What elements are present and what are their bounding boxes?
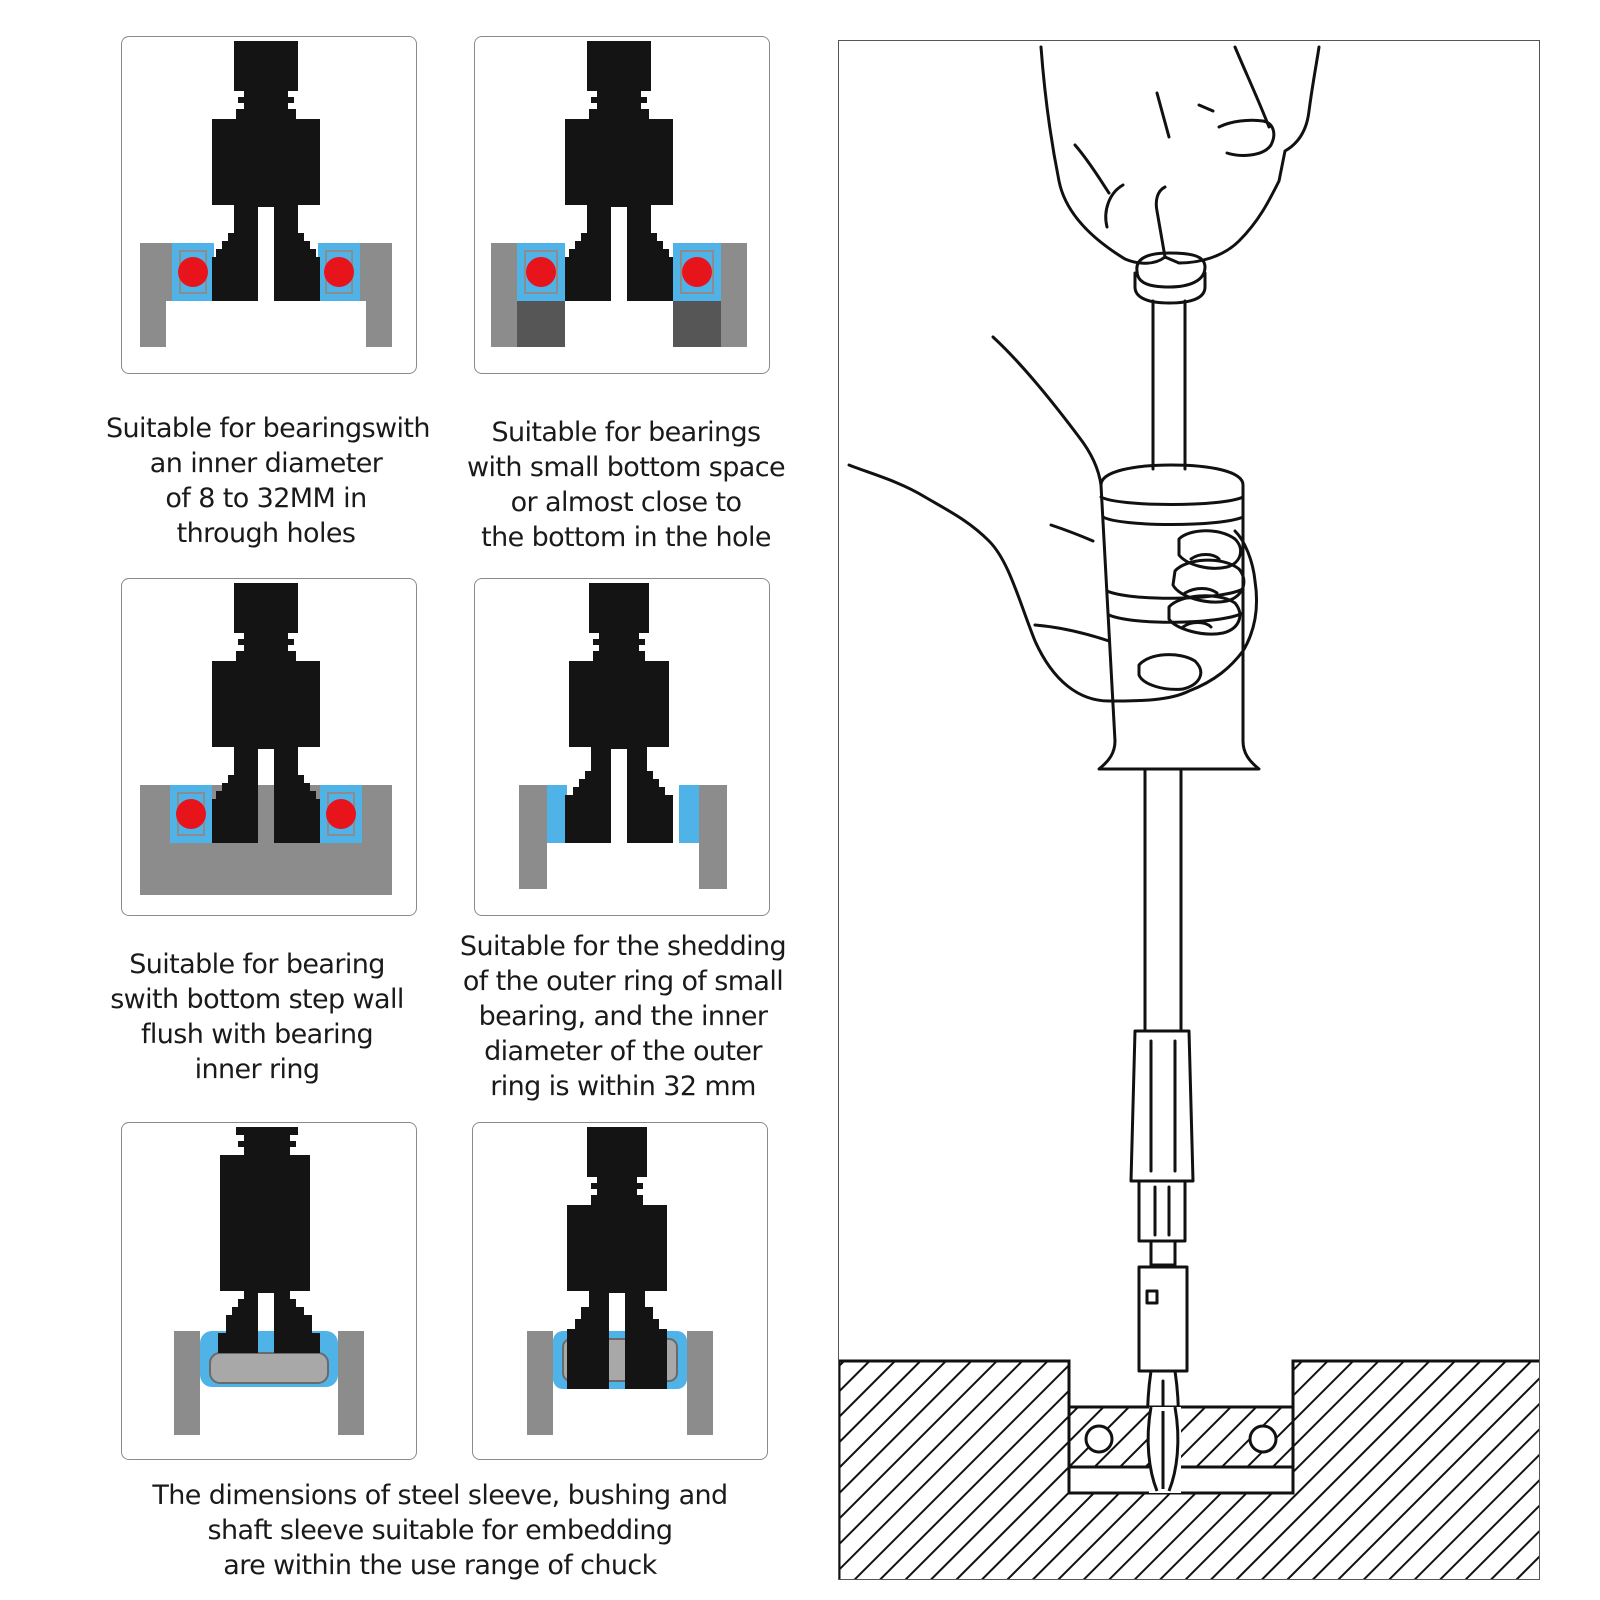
collet-chuck [212, 583, 320, 843]
panel-through-hole [121, 36, 417, 374]
housing-walls [174, 1331, 364, 1435]
bearing-ball-left [178, 257, 208, 287]
hs-shape [721, 243, 747, 347]
puller-bushing-diagram [527, 1127, 713, 1435]
ball-shape [326, 799, 356, 829]
puller-step-wall-diagram [140, 583, 392, 895]
collet-chuck [212, 41, 320, 301]
ball-shape [682, 257, 712, 287]
bearing-ball-right [324, 257, 354, 287]
panel-small-bottom-space [474, 36, 770, 374]
hs-shape [174, 1331, 200, 1435]
innerbox-shape [680, 250, 714, 294]
hs-shape [366, 243, 392, 347]
hs-shape [360, 243, 366, 301]
puller-small-bottom-diagram [491, 41, 747, 347]
collet-chuck [218, 1127, 320, 1353]
bearing-right [673, 243, 721, 301]
hsd-shape [673, 301, 721, 347]
caption-small-bottom-space: Suitable for bearings with small bottom … [466, 417, 786, 553]
bearing-right [320, 785, 362, 843]
bearing-left [172, 243, 214, 301]
caption-bottom-step-wall: Suitable for bearing swith bottom step w… [110, 949, 404, 1085]
hsd-shape [517, 301, 565, 347]
hs-shape [338, 1331, 364, 1435]
puller-outer-ring-diagram [519, 583, 727, 889]
workpiece-ground [839, 1359, 1539, 1579]
puller-through-hole-diagram [140, 41, 392, 347]
hs-shape [519, 785, 547, 889]
outer-ring-left [547, 785, 567, 843]
panel-bushing [472, 1122, 768, 1460]
caption-embedding: The dimensions of steel sleeve, bushing … [152, 1480, 728, 1581]
bearing-right [318, 243, 360, 301]
collet-chuck [565, 583, 673, 843]
panel-bottom-step-wall [121, 578, 417, 916]
slide-hammer-illustration [838, 40, 1540, 1580]
caption-outer-ring-shedding: Suitable for the shedding of the outer r… [459, 931, 787, 1102]
innerbox-shape [524, 250, 558, 294]
upper-hand [1039, 45, 1321, 265]
hs-shape [491, 243, 517, 347]
panel-steel-sleeve [121, 1122, 417, 1460]
hs-shape [699, 785, 727, 889]
housing-walls [527, 1331, 713, 1435]
steel-sleeve [209, 1352, 329, 1384]
ball-shape [526, 257, 556, 287]
puller-steel-sleeve-diagram [174, 1127, 364, 1435]
hs-shape [166, 243, 172, 301]
bearing-left [170, 785, 212, 843]
lower-hand [847, 463, 1258, 703]
housing-walls [519, 785, 727, 889]
hs-shape [140, 243, 166, 347]
collet-chuck [567, 1127, 667, 1389]
collet-chuck [565, 41, 673, 301]
panel-outer-ring-shedding [474, 578, 770, 916]
outer-ring-right [679, 785, 699, 843]
housing-walls [491, 243, 747, 347]
slide-hammer-puller-in-hands-icon [839, 45, 1539, 1579]
ball-shape [176, 799, 206, 829]
caption-through-hole: Suitable for bearingswith an inner diame… [106, 413, 431, 549]
hs-shape [687, 1331, 713, 1435]
bearing-left [517, 243, 565, 301]
hs-shape [527, 1331, 553, 1435]
housing-walls [140, 243, 392, 347]
slide-hammer-weight [1097, 463, 1261, 771]
